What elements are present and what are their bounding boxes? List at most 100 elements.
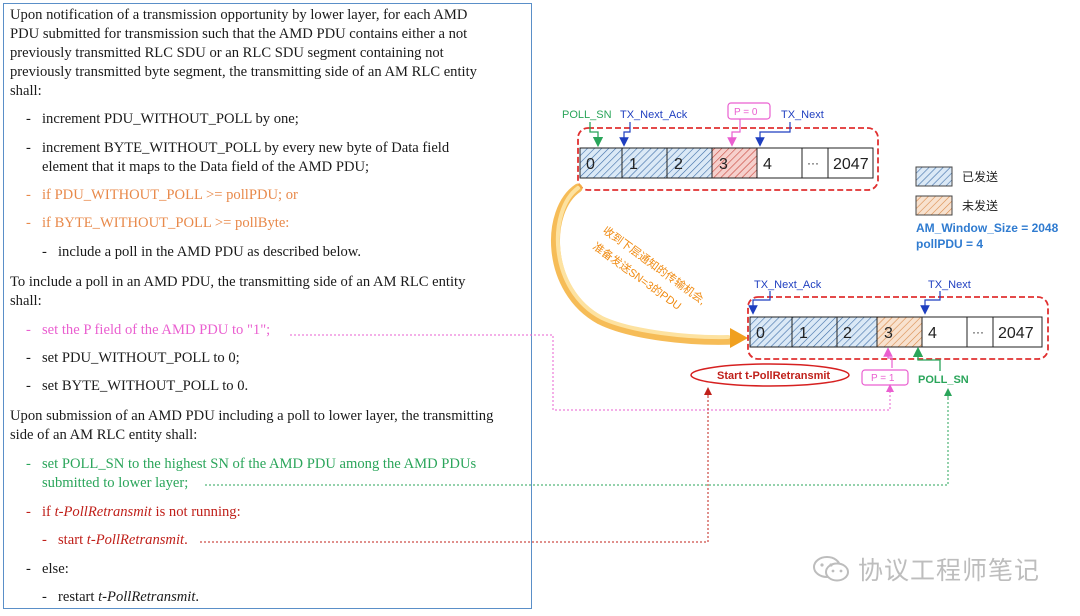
p1-label: P = 1 bbox=[871, 373, 895, 384]
dash-11: - bbox=[42, 532, 47, 548]
spec-if-timer: if t-PollRetransmit is not running: bbox=[42, 504, 241, 520]
p0-arrow bbox=[727, 119, 741, 147]
tx-next-bottom-label: TX_Next bbox=[928, 279, 971, 291]
connector-set-p bbox=[290, 334, 891, 411]
tx-next-ack-bottom-arrow bbox=[748, 291, 771, 315]
dash-12: - bbox=[26, 561, 31, 577]
bottom-cell-4 bbox=[921, 316, 968, 348]
spec-set-p: set the P field of the AMD PDU to "1"; bbox=[42, 322, 271, 338]
spec-intro-line-2: PDU submitted for transmission such that… bbox=[10, 26, 468, 42]
bottom-cell-0-label: 0 bbox=[756, 325, 765, 342]
spec-else: else: bbox=[42, 561, 69, 577]
dash-9: - bbox=[26, 456, 31, 472]
top-cell-0-label: 0 bbox=[586, 156, 595, 173]
spec-inc-byte-1: increment BYTE_WITHOUT_POLL by every new… bbox=[42, 140, 450, 156]
bottom-cell-2047-label: 2047 bbox=[998, 325, 1034, 342]
top-cell-2047 bbox=[827, 147, 874, 179]
bottom-cell-1-label: 1 bbox=[799, 325, 808, 342]
start-timer-label: Start t-PollRetransmit bbox=[717, 370, 830, 382]
spec-upon-sub-1: Upon submission of an AMD PDU including … bbox=[10, 408, 494, 424]
top-cell-1 bbox=[621, 147, 668, 179]
connector-start-timer bbox=[200, 392, 709, 543]
dash-4: - bbox=[26, 215, 31, 231]
spec-set-byte0: set BYTE_WITHOUT_POLL to 0. bbox=[42, 378, 249, 394]
bottom-cell-ellipsis-label: ··· bbox=[972, 325, 984, 339]
tx-next-top-arrow bbox=[755, 122, 791, 147]
connector-poll-sn bbox=[205, 393, 949, 486]
top-cell-3 bbox=[711, 147, 758, 179]
spec-to-include-2: shall: bbox=[10, 293, 42, 309]
wechat-icon bbox=[813, 556, 849, 582]
bottom-cell-2047 bbox=[992, 316, 1043, 348]
top-cell-4-label: 4 bbox=[763, 156, 772, 173]
legend-poll-pdu: pollPDU = 4 bbox=[916, 237, 983, 251]
p1-box bbox=[861, 369, 909, 386]
top-pdu-cells: 0 1 2 3 4 ··· 2047 bbox=[579, 147, 874, 179]
dash-5: - bbox=[42, 244, 47, 260]
p1-arrow bbox=[883, 347, 893, 368]
watermark-text: 协议工程师笔记 bbox=[858, 556, 1041, 585]
top-cell-ellipsis-label: ··· bbox=[807, 156, 819, 170]
top-cell-3-label: 3 bbox=[719, 156, 728, 173]
spec-if-byte: if BYTE_WITHOUT_POLL >= pollByte: bbox=[42, 215, 290, 231]
spec-intro-line-3: previously transmitted RLC SDU or an RLC… bbox=[10, 45, 444, 61]
dash-6: - bbox=[26, 322, 31, 338]
spec-set-pollsn-1: set POLL_SN to the highest SN of the AMD… bbox=[42, 456, 477, 472]
tx-next-bottom-arrow bbox=[920, 291, 941, 315]
spec-intro-line-4: previously transmitted byte segment, the… bbox=[10, 64, 477, 80]
spec-start-timer: start t-PollRetransmit. bbox=[58, 532, 188, 548]
bottom-window-frame bbox=[747, 296, 1049, 360]
spec-upon-sub-2: side of an AM RLC entity shall: bbox=[10, 427, 198, 443]
legend-sent-swatch bbox=[915, 166, 953, 187]
top-cell-1-label: 1 bbox=[629, 156, 638, 173]
legend-window-size: AM_Window_Size = 2048 bbox=[916, 221, 1059, 235]
bottom-cell-3-label: 3 bbox=[884, 325, 893, 342]
tx-next-top-label: TX_Next bbox=[781, 109, 824, 121]
legend-unsent-label: 未发送 bbox=[962, 198, 998, 213]
spec-if-pdu: if PDU_WITHOUT_POLL >= pollPDU; or bbox=[42, 187, 298, 203]
dash-1: - bbox=[26, 111, 31, 127]
bottom-cell-ellipsis bbox=[966, 316, 994, 348]
bottom-cell-4-label: 4 bbox=[928, 325, 937, 342]
top-cell-4 bbox=[756, 147, 803, 179]
tx-next-ack-top-arrow bbox=[619, 122, 631, 147]
dash-7: - bbox=[26, 350, 31, 366]
dash-2: - bbox=[26, 140, 31, 156]
spec-inc-byte-2: element that it maps to the Data field o… bbox=[42, 159, 370, 175]
poll-sn-bottom-label: POLL_SN bbox=[918, 374, 969, 386]
spec-intro-line-5: shall: bbox=[10, 83, 42, 99]
bottom-cell-2-label: 2 bbox=[843, 325, 852, 342]
tx-next-ack-top-label: TX_Next_Ack bbox=[620, 109, 688, 121]
tx-next-ack-bottom-label: TX_Next_Ack bbox=[754, 279, 822, 291]
spec-set-pdu0: set PDU_WITHOUT_POLL to 0; bbox=[42, 350, 240, 366]
spec-restart-timer: restart t-PollRetransmit. bbox=[58, 589, 200, 605]
start-timer-cloud bbox=[690, 363, 850, 387]
poll-sn-top-label: POLL_SN bbox=[562, 109, 612, 121]
spec-inc-pdu: increment PDU_WITHOUT_POLL by one; bbox=[42, 111, 299, 127]
legend-unsent-swatch bbox=[915, 195, 953, 216]
bottom-cell-3 bbox=[876, 316, 923, 348]
bottom-cell-2 bbox=[836, 316, 878, 348]
p0-label: P = 0 bbox=[734, 107, 758, 118]
top-cell-2-label: 2 bbox=[674, 156, 683, 173]
dash-13: - bbox=[42, 589, 47, 605]
dash-8: - bbox=[26, 378, 31, 394]
dash-3: - bbox=[26, 187, 31, 203]
poll-sn-bottom-arrow bbox=[912, 346, 941, 371]
spec-include-poll: include a poll in the AMD PDU as describ… bbox=[58, 244, 362, 260]
spec-to-include-1: To include a poll in an AMD PDU, the tra… bbox=[10, 274, 466, 290]
bottom-cell-0 bbox=[749, 316, 793, 348]
spec-intro-line-1: Upon notification of a transmission oppo… bbox=[10, 7, 468, 23]
legend-sent-label: 已发送 bbox=[962, 169, 998, 184]
spec-text-panel bbox=[3, 3, 532, 609]
transition-curve-arrowhead bbox=[730, 328, 748, 348]
dash-10: - bbox=[26, 504, 31, 520]
spec-set-pollsn-2: submitted to lower layer; bbox=[42, 475, 189, 491]
poll-sn-top-arrow bbox=[589, 122, 604, 148]
top-window-frame bbox=[577, 127, 879, 191]
top-cell-2047-label: 2047 bbox=[833, 156, 869, 173]
watermark: 协议工程师笔记 bbox=[812, 549, 1040, 589]
bottom-pdu-cells: 0 1 2 3 4 ··· 2047 bbox=[749, 316, 1043, 348]
transition-curve-inner bbox=[555, 186, 730, 340]
